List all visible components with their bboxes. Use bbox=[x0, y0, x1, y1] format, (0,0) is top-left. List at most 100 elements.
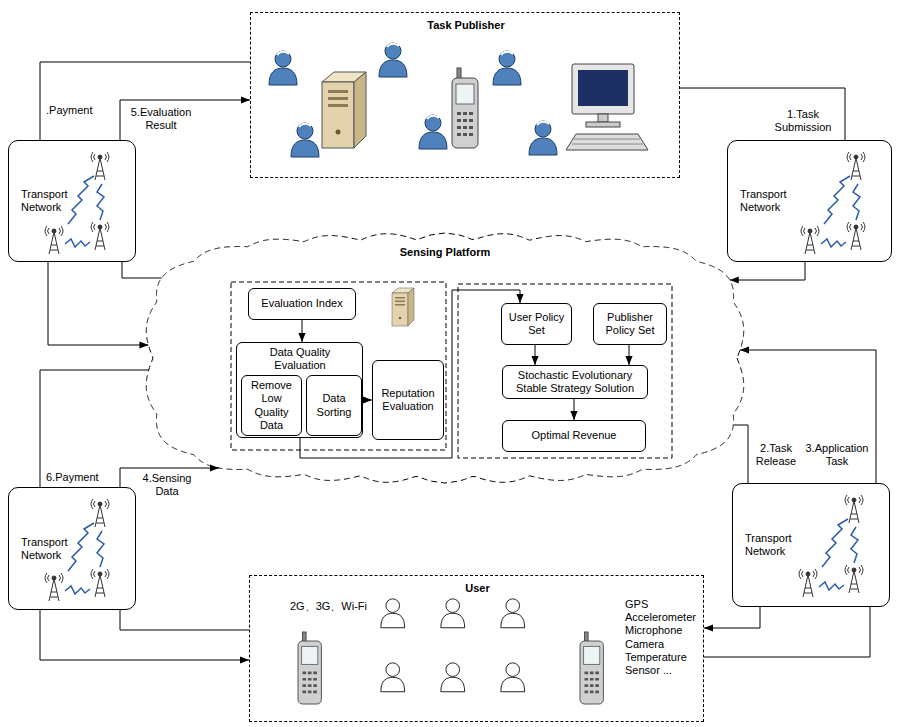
node-text: Optimal Revenue bbox=[532, 429, 617, 442]
cloud-region: Sensing PlatformEvaluation IndexData Qua… bbox=[145, 232, 745, 484]
node-text: Data Quality Evaluation bbox=[250, 346, 350, 372]
group-box: Task Publisher bbox=[250, 12, 680, 178]
edge-label: 4.Sensing Data bbox=[138, 472, 196, 498]
node-text: GPS Accelerometer Microphone Camera Temp… bbox=[625, 598, 701, 677]
node-text: Transport Network bbox=[21, 536, 77, 562]
process-box: Remove Low Quality Data bbox=[241, 375, 302, 436]
server-icon bbox=[392, 288, 414, 326]
text-slot: Transport Network bbox=[21, 536, 77, 562]
connector bbox=[733, 425, 748, 483]
node-text: Transport Network bbox=[745, 532, 801, 558]
node-text: Transport Network bbox=[740, 188, 796, 214]
cloud-outline bbox=[146, 233, 744, 483]
person-icon bbox=[381, 663, 405, 692]
node-text: Stochastic Evolutionary Stable Strategy … bbox=[506, 369, 644, 395]
process-box: Publisher Policy Set bbox=[593, 303, 667, 345]
server-icon bbox=[322, 72, 366, 148]
connector bbox=[535, 345, 536, 365]
connector bbox=[120, 100, 250, 140]
person-icon bbox=[493, 51, 521, 85]
phone-icon bbox=[298, 632, 321, 704]
connector bbox=[40, 370, 149, 487]
node-text: Transport Network bbox=[21, 188, 77, 214]
text-slot: Transport Network bbox=[21, 188, 77, 214]
edge-label: 6.Payment bbox=[46, 471, 106, 484]
person-icon bbox=[381, 599, 405, 628]
node-text: User Policy Set bbox=[505, 311, 568, 337]
process-box: Stochastic Evolutionary Stable Strategy … bbox=[502, 365, 648, 399]
computer-icon bbox=[566, 64, 648, 150]
text-slot: GPS Accelerometer Microphone Camera Temp… bbox=[625, 598, 701, 677]
label-slot: 3.Application Task bbox=[803, 442, 871, 468]
label-slot: 6.Payment bbox=[46, 471, 106, 484]
node-text: Publisher Policy Set bbox=[597, 311, 663, 337]
text-slot: Data Quality Evaluation bbox=[250, 346, 350, 372]
process-box: Optimal Revenue bbox=[502, 420, 646, 452]
person-icon bbox=[441, 663, 465, 692]
panel-outline bbox=[231, 282, 446, 450]
network-box: Transport Network bbox=[8, 487, 136, 610]
process-box: Evaluation Index bbox=[248, 288, 356, 320]
connector bbox=[302, 320, 303, 342]
antenna-network bbox=[801, 152, 865, 254]
person-icon bbox=[501, 663, 525, 692]
label-slot: .Payment bbox=[46, 104, 102, 117]
node-text: Reputation Evaluation bbox=[376, 387, 440, 413]
connector bbox=[40, 62, 250, 140]
panel-outline bbox=[458, 284, 672, 458]
connector bbox=[629, 345, 630, 365]
group-title: User bbox=[250, 582, 705, 595]
node-text: Data Sorting bbox=[310, 392, 358, 418]
person-icon bbox=[501, 599, 525, 628]
text-slot: Sensing Platform bbox=[145, 246, 745, 259]
edge-label: 5.Evaluation Result bbox=[126, 106, 196, 132]
connector bbox=[730, 262, 805, 280]
edge-label: 2.Task Release bbox=[753, 442, 799, 468]
connector bbox=[40, 610, 249, 660]
label-slot: 1.Task Submission bbox=[770, 108, 836, 134]
person-icon bbox=[529, 121, 557, 155]
phone-icon bbox=[452, 68, 478, 148]
person-icon bbox=[269, 51, 297, 85]
connector bbox=[122, 262, 162, 278]
text-slot: 2G、3G、Wi-Fi bbox=[290, 600, 400, 613]
network-box: Transport Network bbox=[732, 483, 890, 607]
text-slot: Transport Network bbox=[745, 532, 801, 558]
connector bbox=[704, 607, 760, 628]
node-text: Remove Low Quality Data bbox=[245, 379, 298, 432]
label-slot: 2.Task Release bbox=[753, 442, 799, 468]
group-box: User 2G、3G、Wi-Fi GPS Accelerometer Microph… bbox=[249, 575, 704, 722]
group-title: Task Publisher bbox=[251, 19, 681, 32]
connector bbox=[704, 607, 870, 657]
process-box: Data Quality EvaluationRemove Low Qualit… bbox=[236, 342, 363, 438]
antenna-network bbox=[799, 495, 863, 597]
text-slot: Transport Network bbox=[740, 188, 796, 214]
node-text: 2G、3G、Wi-Fi bbox=[290, 600, 400, 613]
connector bbox=[574, 399, 575, 420]
connector bbox=[740, 350, 876, 483]
process-box: Reputation Evaluation bbox=[372, 360, 444, 440]
person-icon bbox=[379, 43, 407, 77]
connector bbox=[120, 610, 249, 630]
process-box: User Policy Set bbox=[501, 303, 572, 345]
person-icon bbox=[419, 115, 447, 149]
edge-label: 3.Application Task bbox=[803, 442, 871, 468]
text-slot: User bbox=[250, 582, 705, 595]
edge-label: 1.Task Submission bbox=[770, 108, 836, 134]
group-title: Sensing Platform bbox=[145, 246, 745, 259]
connector bbox=[48, 262, 148, 345]
person-icon bbox=[291, 123, 319, 157]
label-slot: 4.Sensing Data bbox=[138, 472, 196, 498]
connector bbox=[680, 88, 845, 140]
process-box: Data Sorting bbox=[306, 375, 362, 436]
node-text: Evaluation Index bbox=[261, 297, 342, 310]
edge-label: .Payment bbox=[46, 104, 102, 117]
label-slot: 5.Evaluation Result bbox=[126, 106, 196, 132]
text-slot: Task Publisher bbox=[251, 19, 681, 32]
network-box: Transport Network bbox=[727, 140, 892, 262]
phone-icon bbox=[580, 632, 603, 704]
person-icon bbox=[441, 599, 465, 628]
cloud-outline bbox=[145, 232, 745, 484]
